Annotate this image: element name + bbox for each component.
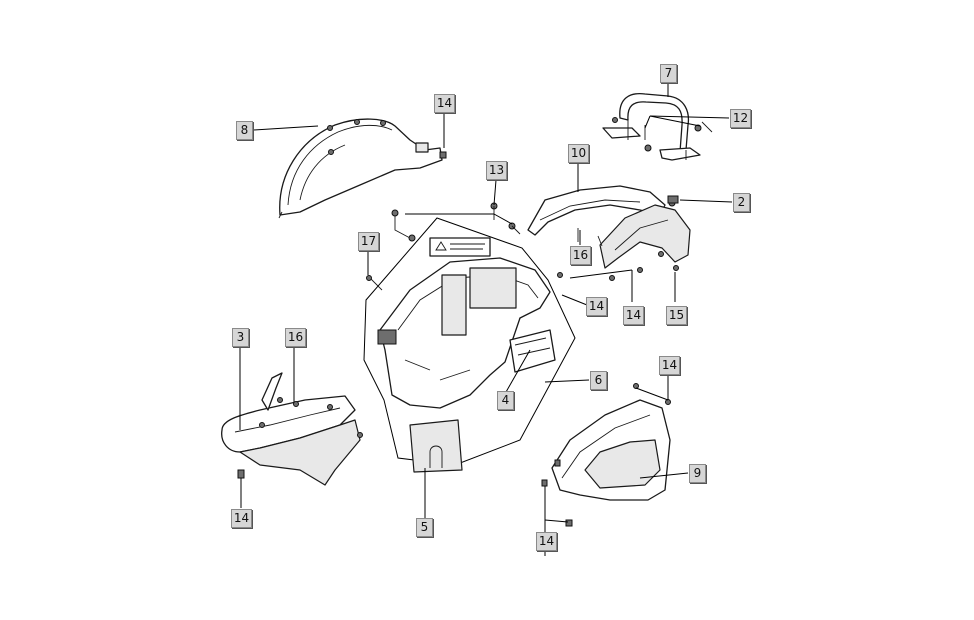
rear-cover-part bbox=[527, 185, 691, 281]
upper-cover-part bbox=[278, 118, 447, 219]
callout-15: 15 bbox=[666, 306, 687, 325]
callout-17: 17 bbox=[358, 232, 379, 251]
callout-14-right: 14 bbox=[623, 306, 644, 325]
callout-5: 5 bbox=[416, 518, 433, 537]
grab-rail-part bbox=[602, 92, 713, 161]
callout-13: 13 bbox=[486, 161, 507, 180]
callout-4: 4 bbox=[497, 391, 514, 410]
callout-8: 8 bbox=[236, 121, 253, 140]
clip-part bbox=[667, 195, 679, 204]
callout-7: 7 bbox=[660, 64, 677, 83]
callout-14-side: 14 bbox=[659, 356, 680, 375]
callout-12: 12 bbox=[730, 109, 751, 128]
callout-16-left: 16 bbox=[285, 328, 306, 347]
callout-3: 3 bbox=[232, 328, 249, 347]
callout-9: 9 bbox=[689, 464, 706, 483]
callout-14-top: 14 bbox=[434, 94, 455, 113]
callout-14-center: 14 bbox=[586, 297, 607, 316]
right-side-cover-part bbox=[541, 383, 671, 527]
callout-14-left: 14 bbox=[231, 509, 252, 528]
left-side-cover-part bbox=[221, 372, 363, 486]
seal-plate-part bbox=[409, 419, 463, 473]
storage-compartment-part bbox=[377, 257, 556, 409]
bolts-and-label bbox=[366, 202, 521, 291]
callout-6: 6 bbox=[590, 371, 607, 390]
callout-10: 10 bbox=[568, 144, 589, 163]
callout-16-right: 16 bbox=[570, 246, 591, 265]
leader-lines bbox=[239, 82, 733, 556]
callout-2: 2 bbox=[733, 193, 750, 212]
callout-14-bottom: 14 bbox=[536, 532, 557, 551]
